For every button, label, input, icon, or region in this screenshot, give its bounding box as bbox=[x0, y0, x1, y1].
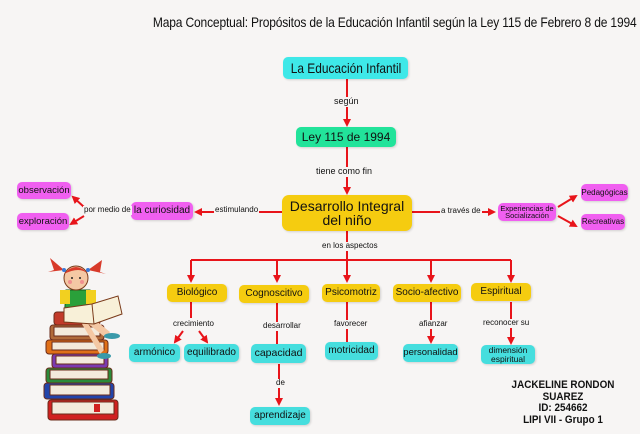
link-label-en-los-aspectos: en los aspectos bbox=[321, 241, 379, 251]
node-label: personalidad bbox=[403, 347, 458, 359]
node-armonico: armónico bbox=[129, 344, 180, 362]
node-label: motricidad bbox=[328, 345, 375, 356]
node-label: La Educación Infantil bbox=[290, 60, 401, 76]
node-experiencias-socializacion: Experiencias de Socialización bbox=[498, 203, 556, 221]
node-label: Psicomotriz bbox=[325, 287, 377, 298]
link-label-estimulando: estimulando bbox=[214, 205, 260, 215]
node-motricidad: motricidad bbox=[325, 342, 378, 360]
node-label: Espiritual bbox=[480, 286, 522, 297]
node-observacion: observación bbox=[17, 182, 71, 199]
node-label: equilibrado bbox=[187, 347, 236, 358]
node-label: Biológico bbox=[176, 287, 218, 298]
node-equilibrado: equilibrado bbox=[184, 344, 239, 362]
link-label-crecimiento: crecimiento bbox=[172, 319, 215, 329]
link-label-segun: según bbox=[333, 96, 360, 107]
node-curiosidad: la curiosidad bbox=[131, 202, 193, 220]
node-label: aprendizaje bbox=[254, 410, 306, 421]
link-label-reconocer-su: reconocer su bbox=[482, 318, 531, 328]
node-label: Ley 115 de 1994 bbox=[301, 130, 391, 144]
author-id: ID: 254662 bbox=[538, 402, 588, 415]
node-label: Experiencias de bbox=[500, 203, 554, 213]
node-exploracion: exploración bbox=[17, 213, 69, 230]
node-label: Recreativas bbox=[581, 217, 625, 226]
author-name: JACKELINE RONDON SUAREZ bbox=[511, 379, 615, 403]
node-espiritual: Espiritual bbox=[471, 283, 531, 301]
node-pedagogicas: Pedagógicas bbox=[581, 184, 628, 201]
node-biologico: Biológico bbox=[167, 284, 227, 302]
node-psicomotriz: Psicomotriz bbox=[322, 284, 380, 302]
link-label-desarrollar: desarrollar bbox=[262, 321, 302, 331]
node-label: Socio-afectivo bbox=[395, 287, 459, 298]
node-label: Pedagógicas bbox=[581, 187, 628, 197]
node-personalidad: personalidad bbox=[403, 344, 458, 362]
node-label: exploración bbox=[18, 215, 68, 227]
link-label-tiene-como-fin: tiene como fin bbox=[315, 166, 374, 177]
girl-reading-illustration bbox=[43, 258, 123, 421]
node-ley-115: Ley 115 de 1994 bbox=[296, 127, 396, 147]
author-group: LIPI VII - Grupo 1 bbox=[523, 413, 603, 426]
node-dimension-espiritual: dimensión espiritual bbox=[481, 345, 535, 364]
node-socio-afectivo: Socio-afectivo bbox=[393, 284, 461, 302]
node-recreativas: Recreativas bbox=[581, 214, 625, 230]
author-info: JACKELINE RONDON SUAREZ ID: 254662 LIPI … bbox=[488, 379, 638, 426]
link-label-a-traves-de: a través de bbox=[440, 206, 482, 216]
node-label: dimensión bbox=[488, 345, 528, 355]
node-label: la curiosidad bbox=[133, 205, 191, 216]
node-desarrollo-integral: Desarrollo Integral del niño bbox=[282, 195, 412, 231]
link-label-favorecer: favorecer bbox=[333, 319, 369, 329]
node-aprendizaje: aprendizaje bbox=[250, 407, 310, 425]
page-title: Mapa Conceptual: Propósitos de la Educac… bbox=[152, 14, 637, 30]
node-label: espiritual bbox=[490, 353, 526, 364]
node-educacion-infantil: La Educación Infantil bbox=[283, 57, 408, 79]
node-capacidad: capacidad bbox=[251, 344, 306, 363]
link-label-afianzar: afianzar bbox=[418, 319, 449, 329]
node-label: del niño bbox=[322, 212, 372, 228]
node-label: Cognoscitivo bbox=[245, 288, 303, 299]
link-label-de: de bbox=[275, 378, 286, 388]
node-label: Socialización bbox=[505, 211, 549, 220]
node-label: capacidad bbox=[254, 347, 303, 360]
node-cognoscitivo: Cognoscitivo bbox=[239, 285, 309, 303]
node-label: Desarrollo Integral bbox=[289, 198, 405, 214]
link-label-por-medio-de: por medio de bbox=[83, 205, 132, 215]
node-label: armónico bbox=[133, 347, 176, 358]
node-label: observación bbox=[18, 184, 70, 196]
